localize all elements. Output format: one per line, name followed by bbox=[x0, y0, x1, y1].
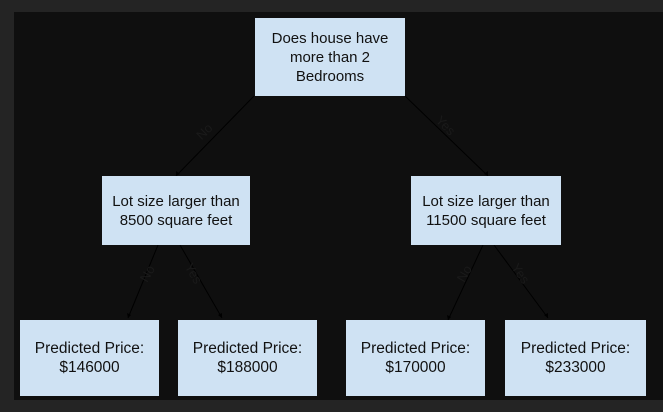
edge-right-leaf4 bbox=[493, 244, 549, 319]
edge-root-right bbox=[404, 95, 489, 177]
edge-left-leaf2 bbox=[179, 244, 223, 319]
root-question: Does house have more than 2 Bedrooms bbox=[271, 29, 389, 85]
edge-left-leaf1 bbox=[127, 244, 159, 319]
root-node: Does house have more than 2 Bedrooms bbox=[255, 18, 405, 96]
leaf-1-price: $146000 bbox=[59, 359, 120, 376]
left-node: Lot size larger than 8500 square feet bbox=[102, 176, 250, 245]
leaf-node-4: Predicted Price: $233000 bbox=[505, 320, 646, 396]
right-node: Lot size larger than 11500 square feet bbox=[411, 176, 561, 245]
leaf-4-label: Predicted Price: bbox=[520, 340, 631, 357]
leaf-3-label: Predicted Price: bbox=[360, 340, 471, 357]
leaf-3-price: $170000 bbox=[385, 359, 446, 376]
leaf-node-3: Predicted Price: $170000 bbox=[346, 320, 485, 396]
left-question: Lot size larger than 8500 square feet bbox=[112, 192, 240, 229]
edge-root-left bbox=[175, 95, 255, 177]
leaf-node-2: Predicted Price: $188000 bbox=[178, 320, 317, 396]
leaf-node-1: Predicted Price: $146000 bbox=[20, 320, 159, 396]
leaf-2-price: $188000 bbox=[217, 359, 278, 376]
edge-right-leaf3 bbox=[447, 244, 484, 321]
leaf-4-price: $233000 bbox=[545, 359, 606, 376]
leaf-2-label: Predicted Price: bbox=[192, 340, 303, 357]
right-question: Lot size larger than 11500 square feet bbox=[422, 192, 550, 229]
leaf-1-label: Predicted Price: bbox=[34, 340, 145, 357]
